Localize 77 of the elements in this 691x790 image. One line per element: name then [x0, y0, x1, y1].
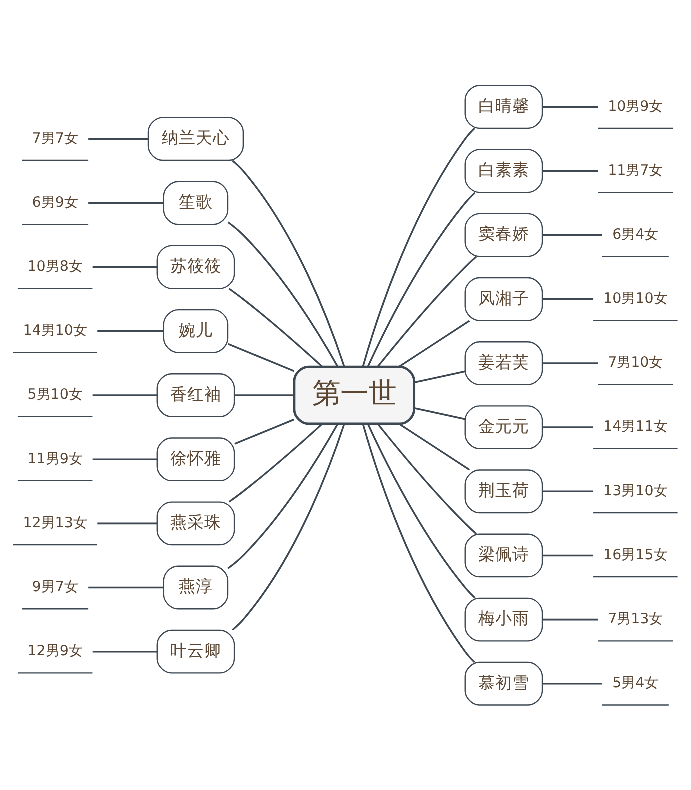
node-text: 5男10女 [28, 386, 83, 403]
connector [92, 650, 158, 652]
node-text: 9男7女 [32, 578, 78, 595]
node-text: 12男9女 [28, 643, 83, 660]
connector [542, 554, 594, 556]
node-box: 第一世 [293, 365, 416, 425]
connector [88, 586, 164, 588]
connector [232, 423, 346, 630]
node-box: 白晴馨 [464, 84, 544, 129]
connector [362, 423, 476, 663]
connector [542, 106, 598, 108]
node-text: 16男15女 [604, 546, 668, 563]
connector [542, 362, 598, 364]
connector [228, 423, 323, 502]
node-text: 7男10女 [608, 354, 664, 371]
node-text: 10男9女 [608, 98, 664, 114]
connector [414, 406, 466, 420]
connector [542, 490, 594, 492]
node-text: 10男10女 [604, 290, 668, 307]
node-text: 7男13女 [608, 610, 664, 627]
node-box: 慕初雪 [464, 661, 544, 706]
connector [88, 138, 148, 140]
node-text: 14男11女 [604, 418, 668, 435]
connector [398, 422, 470, 470]
node-text: 12男13女 [23, 514, 88, 531]
node-box: 婉儿 [163, 308, 229, 353]
node-text: 14男10女 [23, 322, 88, 339]
node-text: 5男4女 [612, 675, 659, 692]
connector [542, 682, 602, 684]
connector [367, 192, 476, 367]
connector [362, 127, 476, 367]
connector [367, 423, 476, 598]
node-text: 13男10女 [604, 482, 668, 499]
node-box: 香红袖 [156, 373, 236, 417]
connector [228, 288, 323, 367]
node-text: 7男7女 [32, 130, 78, 146]
connector [542, 426, 594, 428]
node-text: 11男9女 [28, 450, 83, 467]
node-box: 苏筱筱 [156, 244, 236, 289]
connector [377, 423, 478, 534]
node-box: 燕淳 [163, 565, 229, 610]
connector [542, 170, 598, 172]
node-box: 白素素 [464, 148, 544, 193]
connector [398, 320, 470, 368]
node-box: 荆玉荷 [464, 469, 544, 514]
node-box: 纳兰天心 [148, 116, 244, 161]
connector [88, 202, 164, 204]
connector [234, 394, 294, 396]
connector [542, 618, 598, 620]
node-text: 6男4女 [612, 226, 659, 242]
node-box: 梁佩诗 [464, 533, 544, 578]
node-text: 10男8女 [28, 258, 83, 275]
connector [414, 370, 466, 384]
node-box: 徐怀雅 [156, 437, 236, 482]
node-box: 姜若芙 [464, 341, 544, 385]
connector [92, 266, 158, 268]
node-box: 金元元 [464, 405, 544, 449]
connector [228, 342, 295, 372]
connector [98, 330, 164, 332]
connector [92, 394, 158, 396]
node-box: 燕采珠 [156, 501, 236, 546]
connector [228, 423, 339, 569]
node-box: 风湘子 [464, 276, 544, 321]
connector [377, 256, 478, 367]
connector [232, 160, 346, 367]
node-box: 叶云卿 [156, 629, 236, 674]
connector [228, 221, 339, 367]
connector [98, 522, 158, 524]
connector [542, 234, 602, 236]
connector [542, 298, 594, 300]
node-text: 11男7女 [608, 162, 664, 178]
connector [92, 458, 158, 460]
node-text: 6男9女 [32, 194, 78, 210]
node-box: 梅小雨 [464, 597, 544, 642]
node-box: 笙歌 [163, 180, 229, 225]
connector [234, 418, 294, 444]
node-box: 窦春娇 [464, 212, 544, 257]
